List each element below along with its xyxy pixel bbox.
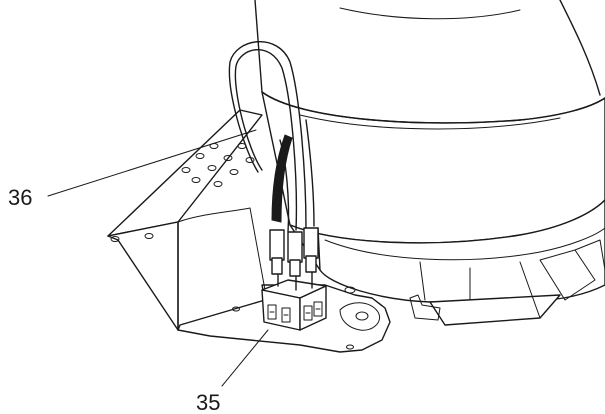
connector-slot [281, 307, 291, 323]
terminal-crimp [305, 255, 317, 273]
plate-hole [232, 306, 240, 312]
callout-36-label: 36 [8, 185, 32, 210]
keyhole-hole [355, 311, 369, 321]
flange-holes [110, 143, 255, 242]
callout-35-label: 35 [196, 390, 220, 414]
callout-35-leader [221, 329, 269, 387]
terminal-crimp [271, 257, 283, 275]
callout-36-leader [47, 129, 257, 197]
terminal [269, 229, 285, 261]
terminal [287, 231, 303, 263]
compressor-body [254, 0, 605, 326]
terminal [303, 227, 319, 259]
wire-terminals [269, 227, 319, 277]
connector-slot [303, 305, 313, 321]
wire-harness [228, 41, 315, 233]
connector-slot [267, 304, 277, 320]
keyhole-slot [339, 302, 380, 331]
connector-slot [313, 301, 323, 317]
plate-hole [344, 286, 356, 294]
plate-hole [346, 344, 354, 350]
terminal-crimp [289, 259, 301, 277]
connector-block [261, 271, 327, 331]
